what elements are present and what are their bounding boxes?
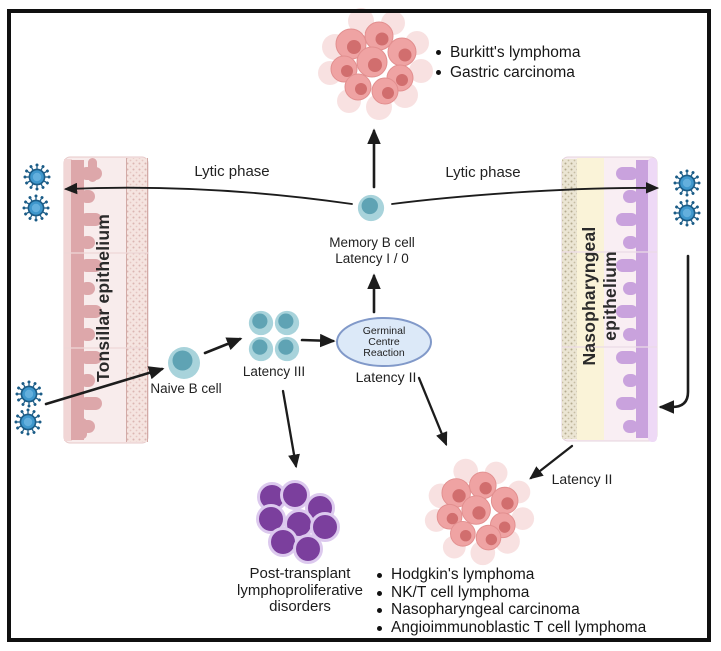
tonsillar-epithelium-label: Tonsillar epithelium — [93, 214, 113, 383]
disease-label: Nasopharyngeal carcinoma — [391, 601, 580, 618]
disease-item: NK/T cell lymphoma — [377, 584, 646, 602]
ptld-line: disorders — [269, 598, 331, 615]
naive-b-cell-label: Naive B cell — [150, 381, 222, 396]
naso-label-line1: Nasopharyngeal — [579, 226, 599, 366]
disease-label: NK/T cell lymphoma — [391, 583, 530, 601]
bullet-dot — [377, 625, 382, 631]
disease-label: Angioimmunoblastic T cell lymphoma — [391, 618, 647, 636]
bullet-dot — [377, 608, 382, 613]
ptld-cluster-icon — [256, 480, 340, 564]
disease-item: Hodgkin's lymphoma — [377, 566, 646, 584]
bullet-dot — [436, 50, 441, 55]
disease-label: Hodgkin's lymphoma — [391, 566, 535, 583]
figure-border — [7, 9, 711, 642]
ptld-label: Post-transplant lymphoproliferative diso… — [198, 565, 402, 616]
arrow-naso-to-tumor — [529, 444, 574, 480]
memory-latency-text: Latency I / 0 — [335, 250, 409, 266]
arrow-virus-reentry-right — [658, 254, 690, 414]
arrow-latency3-to-ptld — [281, 389, 300, 469]
lytic-phase-label-left: Lytic phase — [194, 163, 270, 180]
germinal-centre-ellipse — [336, 317, 432, 367]
nasopharyngeal-epithelium-label: Nasopharyngeal epithelium — [579, 146, 621, 446]
arrow-germinal-to-tumor — [417, 376, 448, 447]
bullet-dot — [436, 69, 441, 75]
virus-icon — [23, 195, 50, 222]
virus-icon — [15, 409, 42, 436]
virus-icon — [674, 200, 701, 227]
arrow-virus-entry-left — [44, 366, 165, 406]
memory-b-cell-text: Memory B cell — [329, 235, 415, 250]
latency-iii-label: Latency III — [242, 364, 306, 379]
bullet-dot — [377, 573, 382, 578]
arrow-naive-to-latency3 — [203, 337, 243, 355]
virus-icon — [24, 164, 51, 191]
tonsillar-epithelium-illustration — [63, 156, 149, 444]
flow-arrows — [44, 128, 690, 480]
virus-icon — [674, 170, 701, 197]
ptld-line: lymphoproliferative — [237, 581, 363, 599]
disease-item: Gastric carcinoma — [436, 63, 580, 83]
naive-b-cell-icon — [168, 347, 200, 379]
germinal-centre-label: Germinal Centre Reaction — [334, 326, 434, 359]
top-disease-list: Burkitt's lymphoma Gastric carcinoma — [436, 43, 580, 82]
latency-ii-naso-label: Latency II — [551, 471, 613, 487]
disease-item: Burkitt's lymphoma — [436, 43, 580, 63]
tumor-cluster-bottom-icon — [424, 458, 535, 566]
nasopharyngeal-epithelium-illustration — [561, 156, 658, 442]
lytic-phase-label-right: Lytic phase — [445, 164, 521, 181]
germinal-line: Reaction — [363, 347, 405, 359]
disease-label: Burkitt's lymphoma — [450, 44, 581, 61]
arrow-lytic-right — [391, 182, 660, 205]
virus-icon — [16, 381, 43, 408]
germinal-line: Centre — [368, 336, 400, 348]
bullet-dot — [377, 590, 382, 596]
arrow-latency3-to-germinal — [300, 333, 336, 348]
ptld-line: Post-transplant — [249, 565, 351, 582]
latency-iii-cell-cluster-icon — [248, 310, 300, 362]
memory-b-cell-label: Memory B cell Latency I / 0 — [302, 235, 442, 266]
tumor-cluster-top-icon — [317, 7, 434, 121]
germinal-line: Germinal — [362, 325, 406, 337]
disease-label: Gastric carcinoma — [450, 63, 575, 81]
memory-b-cell-icon — [357, 194, 385, 222]
disease-item: Angioimmunoblastic T cell lymphoma — [377, 619, 646, 637]
arrow-lytic-left — [63, 182, 353, 205]
bottom-disease-list: Hodgkin's lymphoma NK/T cell lymphoma Na… — [377, 566, 646, 636]
latency-ii-germinal-label: Latency II — [355, 369, 417, 385]
disease-item: Nasopharyngeal carcinoma — [377, 601, 646, 619]
naso-label-line2: epithelium — [600, 251, 620, 341]
